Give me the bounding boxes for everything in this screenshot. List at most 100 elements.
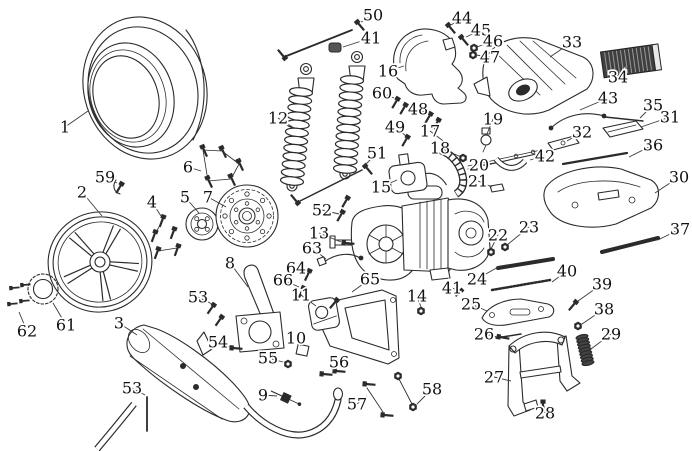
exhaust-pipe-illustration <box>243 387 344 439</box>
callout-label-19: 19 <box>483 110 503 129</box>
callout-label-49: 49 <box>385 118 405 137</box>
callout-label-25: 25 <box>461 295 481 314</box>
leader-line <box>429 130 447 144</box>
callout-label-34: 34 <box>608 68 628 87</box>
callout-label-54: 54 <box>208 333 228 352</box>
leader-line <box>321 209 340 215</box>
leader-line <box>387 65 405 72</box>
callout-label-2: 2 <box>77 183 87 202</box>
leader-line <box>381 92 395 99</box>
rods-and-studs <box>146 29 660 432</box>
bolt-icon <box>148 227 160 244</box>
callout-label-53: 53 <box>188 288 208 307</box>
leader-line <box>18 311 28 332</box>
callout-label-51: 51 <box>367 144 387 163</box>
callout-label-58: 58 <box>422 380 442 399</box>
callout-label-28: 28 <box>535 404 555 423</box>
callout-label-41: 41 <box>442 279 462 298</box>
header-pipe-illustration <box>94 401 137 451</box>
callout-label-11: 11 <box>291 286 311 305</box>
leader-line <box>104 176 118 184</box>
callout-label-12: 12 <box>268 109 288 128</box>
callout-label-8: 8 <box>225 254 235 273</box>
leader-line <box>282 279 300 288</box>
breather-hose-illustration <box>493 156 528 171</box>
clamp-fitting-illustration <box>547 135 580 151</box>
inner-fender-illustration <box>393 28 467 105</box>
callout-label-26: 26 <box>474 325 494 344</box>
leader-line <box>577 283 603 302</box>
leader-line <box>363 152 378 167</box>
nut-icon <box>394 371 402 381</box>
driven-ring-illustration <box>27 273 59 305</box>
nut-icon <box>469 50 477 60</box>
sensor-illustration <box>480 127 492 153</box>
leader-line <box>478 162 496 166</box>
callout-label-29: 29 <box>601 325 621 344</box>
leader-line <box>81 191 103 217</box>
bolt-icon <box>495 332 511 343</box>
callout-label-63: 63 <box>302 239 322 258</box>
leader-line <box>416 388 433 405</box>
callout-label-65: 65 <box>360 270 380 289</box>
callout-label-33: 33 <box>562 33 582 52</box>
callout-label-18: 18 <box>430 139 450 158</box>
leader-line <box>295 337 302 347</box>
bolt-icon <box>156 212 168 229</box>
rubber-bumper-illustration <box>328 42 342 53</box>
leader-line <box>579 97 609 111</box>
hanger-bracket-illustration <box>235 264 285 353</box>
nut-icon <box>417 306 425 316</box>
bolt-icon <box>226 171 239 188</box>
bolt-icon <box>565 297 581 314</box>
hook-clip-illustration <box>113 179 121 195</box>
spacer-block-illustration <box>295 343 310 357</box>
callout-label-21: 21 <box>468 172 488 191</box>
callout-label-9: 9 <box>258 386 268 405</box>
leader-line <box>187 166 202 172</box>
leader-line <box>529 155 546 161</box>
leader-line <box>543 405 546 414</box>
leader-line <box>267 357 284 363</box>
bolt-icon <box>318 370 334 379</box>
leader-line <box>351 278 371 293</box>
bolt-icon <box>338 193 353 210</box>
leader-line <box>131 387 146 396</box>
rear-mudguard-illustration <box>543 166 660 228</box>
leader-line <box>52 302 67 326</box>
leader-line <box>590 333 612 350</box>
leader-line <box>617 65 631 78</box>
engine-illustration <box>329 165 491 281</box>
callout-label-52: 52 <box>312 201 332 220</box>
callout-label-6: 6 <box>183 158 193 177</box>
air-filter-element-illustration <box>599 43 663 79</box>
callout-label-61: 61 <box>56 316 76 335</box>
callout-label-47: 47 <box>480 48 500 67</box>
bolt-icon <box>217 143 230 160</box>
bolt-icon <box>167 224 179 241</box>
callout-label-46: 46 <box>483 32 503 51</box>
leader-line <box>581 308 605 325</box>
leader-line <box>439 147 460 157</box>
leader-line <box>207 196 227 208</box>
leader-line <box>549 41 573 58</box>
leader-line <box>486 118 494 135</box>
callout-label-36: 36 <box>643 136 663 155</box>
callout-label-44: 44 <box>452 9 472 28</box>
tire-illustration <box>82 16 208 160</box>
leader-line <box>483 333 498 338</box>
leader-line <box>476 40 494 48</box>
leader-line <box>356 395 368 405</box>
callout-label-39: 39 <box>592 275 612 294</box>
callout-label-50: 50 <box>363 6 383 25</box>
leader-line <box>493 376 512 382</box>
leader-line <box>262 394 278 397</box>
bolt-icon <box>379 411 395 420</box>
leader-line <box>551 270 568 283</box>
callout-label-57: 57 <box>347 395 367 414</box>
intake-hose-illustration <box>438 146 468 198</box>
leader-line <box>277 117 295 129</box>
